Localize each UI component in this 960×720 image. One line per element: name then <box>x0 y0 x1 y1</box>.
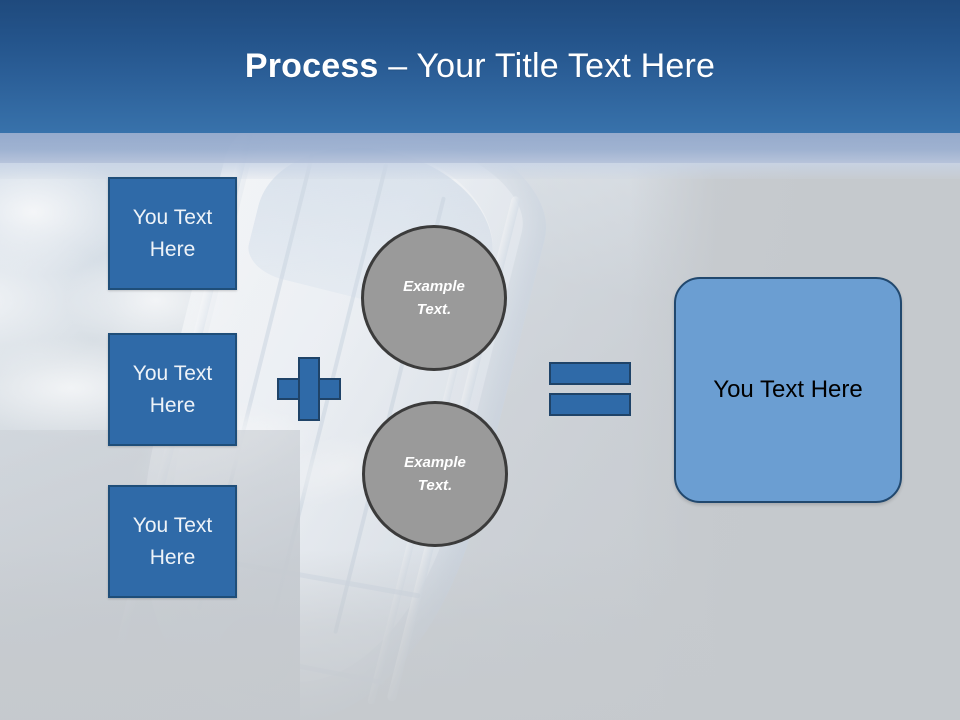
header-band: Process – Your Title Text Here <box>0 0 960 133</box>
equals-bottom-bar <box>549 393 631 416</box>
plus-center-patch <box>300 380 318 398</box>
circle-2-line1: Example <box>404 453 466 471</box>
plus-icon <box>277 357 341 421</box>
left-box-1-label: You Text Here <box>132 206 213 261</box>
circle-1-line1: Example <box>403 277 465 295</box>
left-box-3-label: You Text Here <box>132 514 213 569</box>
background-accent-strip <box>0 133 960 163</box>
left-box-2[interactable]: You Text Here <box>108 333 237 446</box>
page-title-rest: – Your Title Text Here <box>378 47 716 85</box>
left-box-3[interactable]: You Text Here <box>108 485 237 598</box>
circle-2[interactable]: Example Text. <box>362 401 508 547</box>
page-title: Process – Your Title Text Here <box>245 47 715 86</box>
circle-1[interactable]: Example Text. <box>361 225 507 371</box>
page-title-strong: Process <box>244 47 379 85</box>
result-box[interactable]: You Text Here <box>674 277 902 503</box>
background-accent-strip-fade <box>0 163 960 179</box>
left-box-1[interactable]: You Text Here <box>108 177 237 290</box>
circle-2-line2: Text. <box>417 477 453 494</box>
equals-top-bar <box>549 362 631 385</box>
equals-icon <box>549 362 631 416</box>
left-box-2-label: You Text Here <box>132 362 213 417</box>
result-box-label: You Text Here <box>713 376 863 403</box>
circle-1-line2: Text. <box>416 301 452 318</box>
